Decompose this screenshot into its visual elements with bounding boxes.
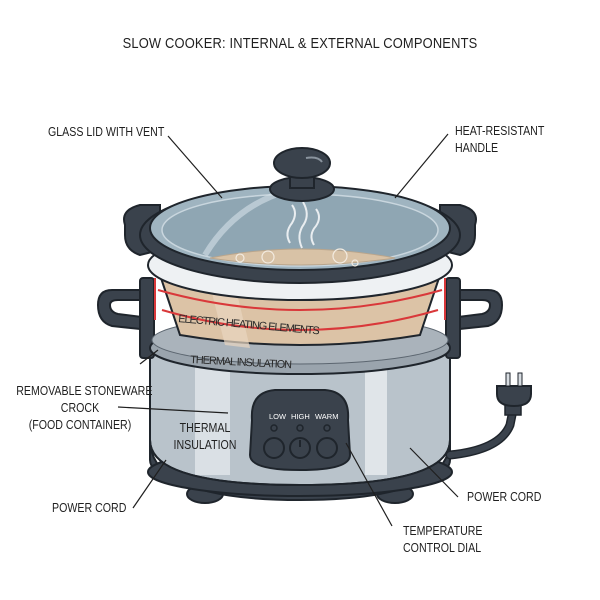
power-cord (445, 372, 532, 460)
power-cord-left-text: POWER CORD (52, 501, 127, 515)
handle-label: HEAT-RESISTANT HANDLE (455, 123, 544, 157)
temp-dial-label-line2: CONTROL DIAL (403, 541, 482, 555)
lid-knob (269, 147, 335, 202)
crock-label-line3: (FOOD CONTAINER) (28, 418, 132, 432)
side-handles (96, 277, 504, 359)
handle-label-line1: HEAT-RESISTANT (455, 124, 545, 138)
temperature-dial-label: TEMPERATURE CONTROL DIAL (403, 523, 483, 557)
high-dial (289, 437, 311, 459)
plug-icon (496, 385, 532, 408)
thermal-insulation-band-label: THERMAL INSULATION (190, 354, 293, 371)
glass-lid-label-text: GLASS LID WITH VENT (48, 125, 165, 139)
temp-dial-label-line1: TEMPERATURE (403, 524, 483, 538)
crock-label: REMOVABLE STONEWARE CROCK (FOOD CONTAINE… (16, 383, 153, 434)
thermal-insulation-body-line1: THERMAL (179, 421, 231, 435)
glass-lid (149, 185, 451, 271)
glass-lid-label: GLASS LID WITH VENT (48, 124, 164, 141)
warm-dial (316, 437, 338, 459)
crock-label-line1: REMOVABLE STONEWARE (16, 384, 153, 398)
crock-label-line2: CROCK (60, 401, 100, 415)
warm-setting-label: WARM (315, 412, 338, 421)
power-cord-right-label: POWER CORD (467, 489, 541, 506)
control-panel (248, 389, 352, 472)
thermal-insulation-body-line2: INSULATION (173, 438, 237, 452)
low-setting-label: LOW (269, 412, 287, 421)
leader-lines (117, 133, 459, 527)
power-cord-right-text: POWER CORD (467, 490, 542, 504)
high-setting-label: HIGH (291, 412, 310, 421)
power-cord-left-label: POWER CORD (52, 500, 126, 517)
handle-label-line2: HANDLE (455, 141, 499, 155)
low-dial (263, 437, 285, 459)
thermal-insulation-body-label: THERMAL INSULATION (167, 420, 244, 454)
diagram-title: SLOW COOKER: INTERNAL & EXTERNAL COMPONE… (122, 35, 478, 52)
